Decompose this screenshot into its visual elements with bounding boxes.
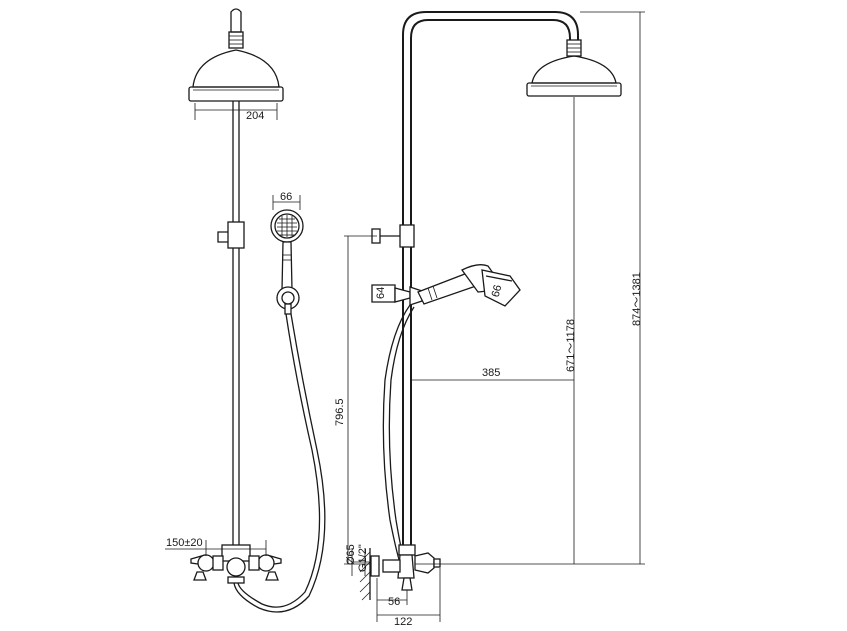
dim-796-5: 796.5 [334, 398, 346, 426]
side-shower-head [531, 55, 617, 84]
side-view: 64 66 56 [334, 11, 645, 628]
dim-671-1178: 671～1178 [565, 319, 577, 372]
dim-66-front: 66 [280, 191, 292, 203]
dim-874-1381: 874～1381 [631, 272, 643, 326]
dim-150-20: 150±20 [166, 537, 203, 549]
front-shower-head [192, 49, 280, 88]
dim-204: 204 [246, 110, 264, 122]
dim-flange-diameter: Ø65 [345, 544, 357, 565]
dim-64: 64 [375, 287, 387, 299]
dim-56: 56 [388, 596, 400, 608]
dim-66-side: 66 [490, 284, 505, 299]
front-view: 204 150±20 66 [165, 8, 326, 613]
dim-385: 385 [482, 367, 500, 379]
dim-thread: G1/2" [357, 544, 369, 572]
dim-122: 122 [394, 616, 412, 628]
